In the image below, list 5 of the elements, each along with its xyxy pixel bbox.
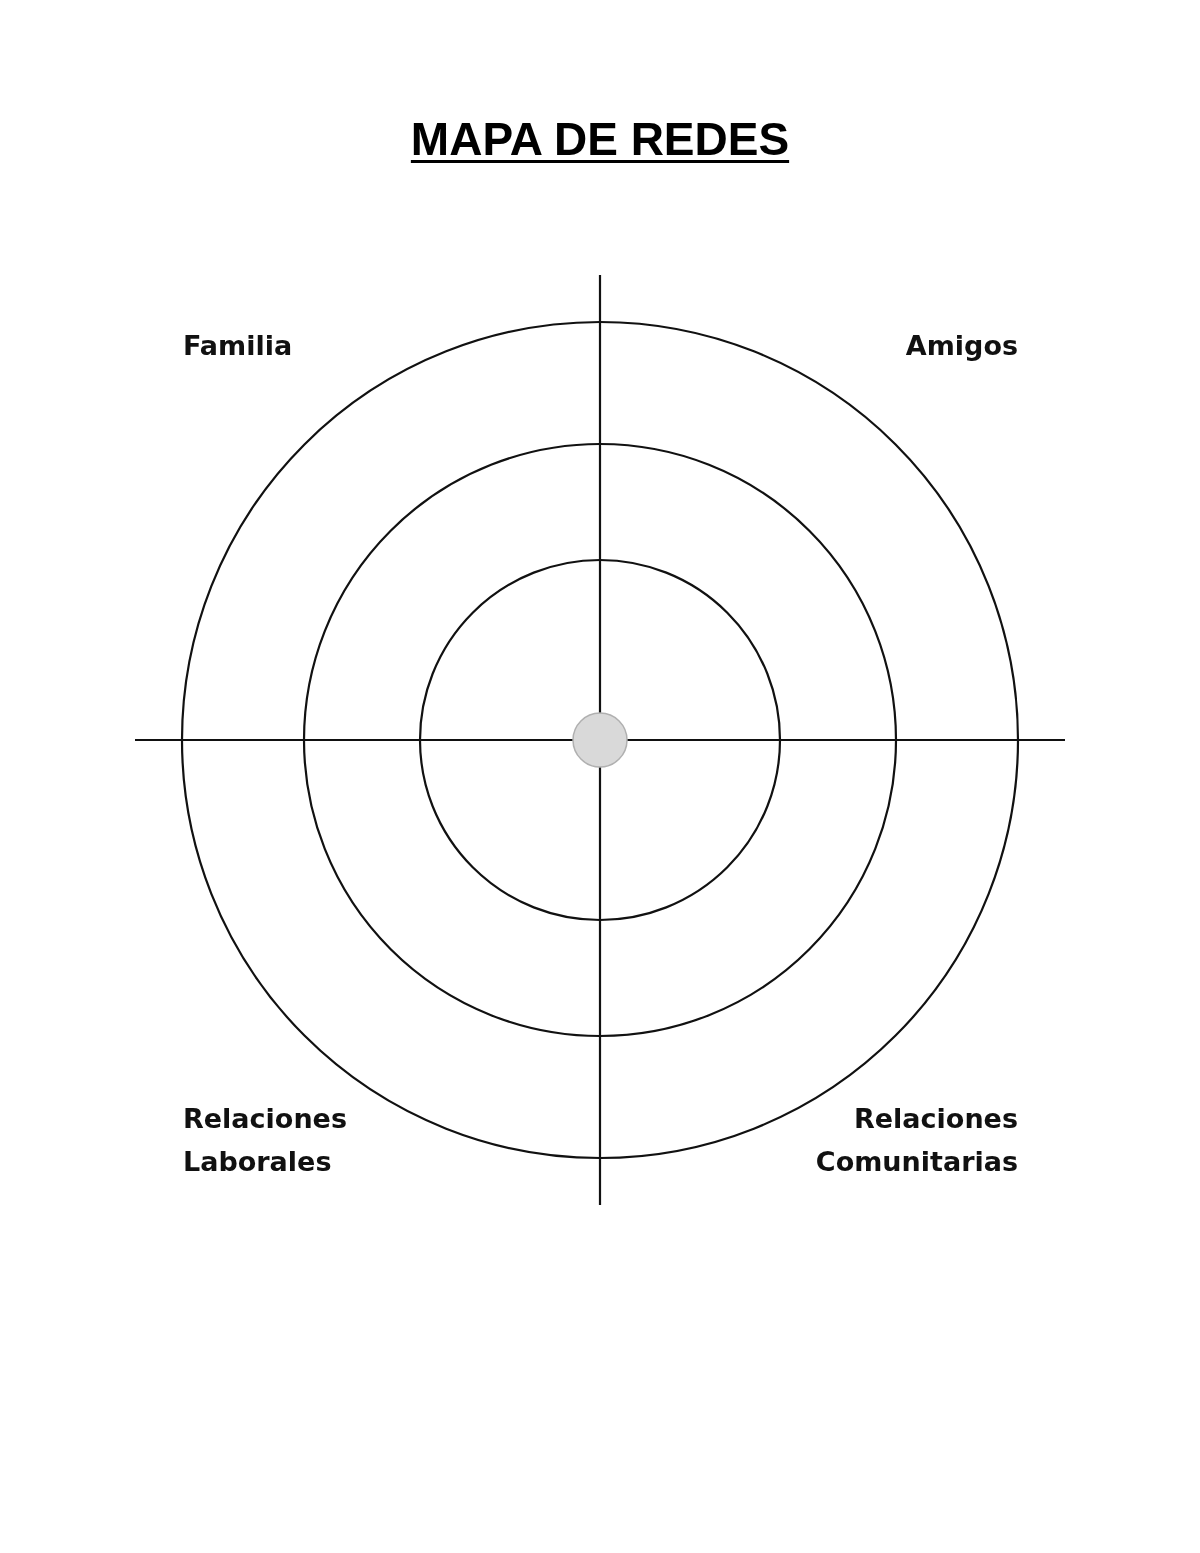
quadrant-label: Amigos <box>904 329 1018 363</box>
title: MAPA DE REDES <box>410 113 790 165</box>
quadrant-label: Relaciones Comunitarias <box>814 1102 1018 1179</box>
quadrant-label: Familia <box>183 329 294 363</box>
quadrant-label: Relaciones Laborales <box>183 1102 348 1179</box>
